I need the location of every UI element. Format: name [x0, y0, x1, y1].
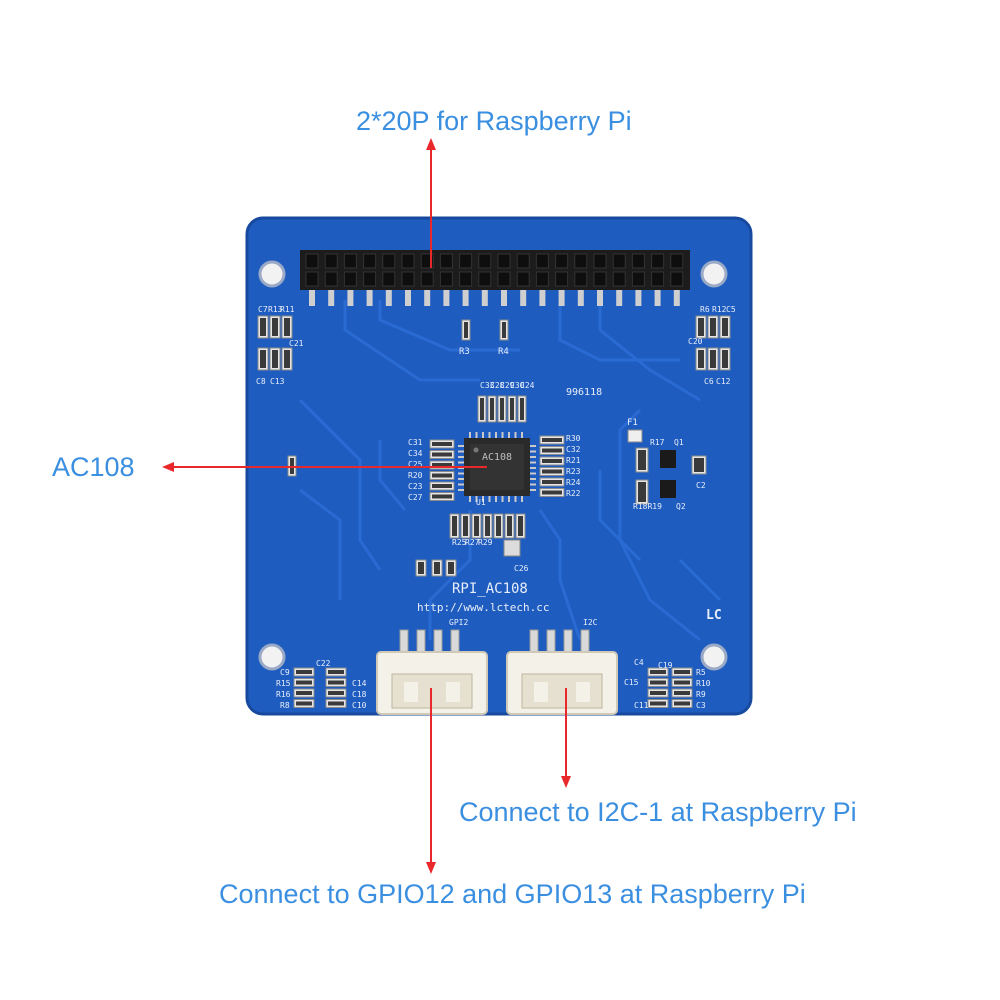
label-c20: C20 — [688, 337, 703, 346]
pcb-traces — [298, 300, 722, 642]
label-r8: R8 — [280, 701, 290, 710]
label-r29: R29 — [478, 538, 493, 547]
board-code: 996118 — [566, 387, 602, 398]
label-r10: R10 — [696, 679, 711, 688]
label-c28: C28 — [490, 381, 505, 390]
label-c13: C13 — [270, 377, 285, 386]
label-r13: R13 — [268, 305, 283, 314]
chip-marking: AC108 — [482, 452, 512, 463]
board-url: http://www.lctech.cc — [417, 601, 549, 614]
label-r16: R16 — [276, 690, 291, 699]
label-c8: C8 — [256, 377, 266, 386]
label-r30: R30 — [566, 434, 581, 443]
arrows — [162, 138, 571, 874]
label-r21: R21 — [566, 456, 581, 465]
label-c19: C19 — [658, 661, 673, 670]
connector-i2c — [506, 629, 618, 715]
label-r23: R23 — [566, 467, 581, 476]
label-c29: C29 — [500, 381, 515, 390]
label-c11: C11 — [634, 701, 649, 710]
label-r4: R4 — [498, 347, 509, 357]
label-r3: R3 — [459, 347, 470, 357]
label-r24: R24 — [566, 478, 581, 487]
label-gpio: GPI2 — [449, 618, 468, 627]
callout-header: 2*20P for Raspberry Pi — [356, 106, 632, 136]
label-c3: C3 — [696, 701, 706, 710]
silk-bottom-right: C4 C15 C11 C19 R5 R10 R9 C3 — [624, 658, 711, 710]
label-u1: U1 — [476, 498, 486, 507]
label-c32: C32 — [566, 445, 581, 454]
label-c7: C7 — [258, 305, 268, 314]
label-r6: R6 — [700, 305, 710, 314]
label-c27: C27 — [408, 493, 423, 502]
label-c4: C4 — [634, 658, 644, 667]
pin-header-2x20 — [300, 250, 690, 306]
silk-right-top: R6 R12 C5 C6 C12 — [700, 305, 736, 386]
label-q1: Q1 — [674, 438, 684, 447]
callout-i2c: Connect to I2C-1 at Raspberry Pi — [459, 797, 857, 827]
label-c6: C6 — [704, 377, 714, 386]
label-c31: C31 — [408, 438, 423, 447]
label-c25: C25 — [408, 460, 423, 469]
arrow-header-head — [426, 138, 436, 150]
board-name: RPI_AC108 — [452, 581, 528, 597]
label-r27: R27 — [465, 538, 480, 547]
label-c23: C23 — [408, 482, 423, 491]
label-c10: C10 — [352, 701, 367, 710]
label-c30: C30 — [510, 381, 525, 390]
label-c12: C12 — [716, 377, 731, 386]
label-c24: C24 — [520, 381, 535, 390]
label-r25: R25 — [452, 538, 467, 547]
label-c21: C21 — [289, 339, 304, 348]
label-c34: C34 — [408, 449, 423, 458]
smd-components — [257, 315, 731, 708]
label-q2: Q2 — [676, 502, 686, 511]
label-r18r19: R18R19 — [633, 502, 662, 511]
label-c5: C5 — [726, 305, 736, 314]
silk-left-top: C7 R13 R11 C8 C13 — [256, 305, 295, 386]
label-r22: R22 — [566, 489, 581, 498]
label-r9: R9 — [696, 690, 706, 699]
label-c9: C9 — [280, 668, 290, 677]
label-r5: R5 — [696, 668, 706, 677]
brand-logo: LC — [706, 608, 722, 623]
silk-right-chip: R30 C32 R21 R23 R24 R22 — [566, 434, 581, 498]
label-r17: R17 — [650, 438, 665, 447]
mounting-holes — [258, 260, 728, 671]
label-r11: R11 — [280, 305, 295, 314]
callout-gpio: Connect to GPIO12 and GPIO13 at Raspberr… — [219, 879, 806, 909]
silk-left-chip: C31 C34 C25 R20 C23 C27 — [408, 438, 423, 502]
arrow-gpio-head — [426, 862, 436, 874]
ac108-chip: AC108 — [458, 432, 536, 502]
label-r20: R20 — [408, 471, 423, 480]
label-c15: C15 — [624, 678, 639, 687]
label-c26: C26 — [514, 564, 529, 573]
label-i2c: I2C — [583, 618, 598, 627]
arrow-chip-head — [162, 462, 174, 472]
silk-bottom-left: C9 R15 R16 R8 C22 C14 C18 C10 — [276, 659, 367, 710]
label-c14: C14 — [352, 679, 367, 688]
label-f1: F1 — [627, 418, 638, 428]
silk-top-chip: C33 C28 C29 C30 C24 — [480, 381, 535, 390]
label-c33: C33 — [480, 381, 495, 390]
arrow-i2c-head — [561, 776, 571, 788]
callout-chip: AC108 — [52, 452, 135, 482]
label-r15: R15 — [276, 679, 291, 688]
label-c22: C22 — [316, 659, 331, 668]
label-c18: C18 — [352, 690, 367, 699]
label-r12: R12 — [712, 305, 727, 314]
label-c2: C2 — [696, 481, 706, 490]
silk-bottom-chip: R25 R27 R29 — [452, 538, 493, 547]
